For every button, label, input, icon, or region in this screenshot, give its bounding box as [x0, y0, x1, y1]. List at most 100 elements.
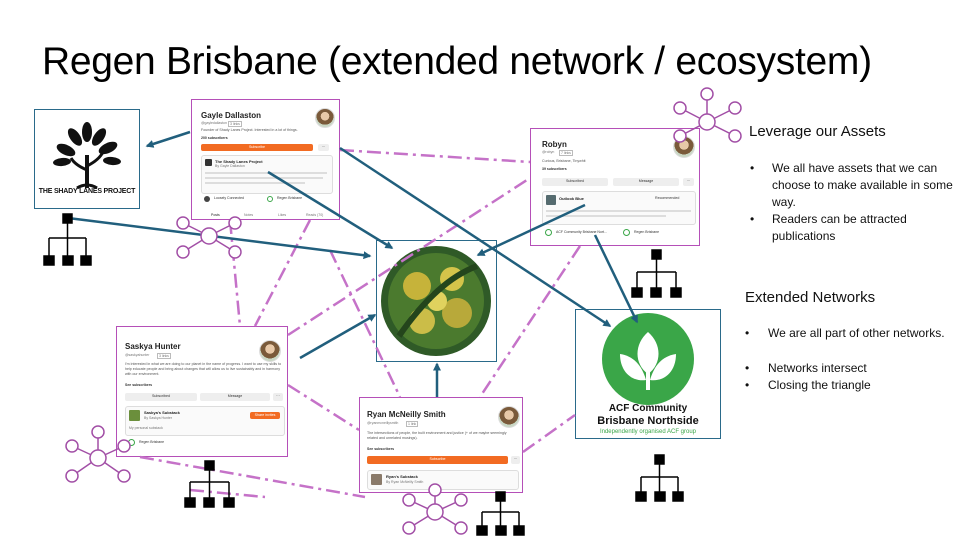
publication-box: The Shady Lanes Project By Gayle Dallast… [201, 155, 333, 194]
avatar [498, 406, 520, 428]
acf-logo: ACF Community Brisbane Northside Indepen… [575, 309, 721, 439]
recommendation-1: ACF Community Brisbane Nort... [556, 230, 607, 234]
hierarchy-icon [476, 491, 525, 536]
extended-bullet-marker: • [745, 361, 750, 375]
more-button[interactable]: ··· [683, 178, 694, 186]
more-button[interactable]: ··· [273, 393, 283, 401]
acf-line-1: ACF Community [608, 403, 688, 414]
links-badge: 1 link [406, 421, 419, 427]
acf-line-2: Brisbane Northside [597, 415, 699, 427]
central-image-frame [376, 240, 497, 362]
profile-bio: Curious, Brisbane, Tinywhit [542, 159, 586, 163]
publication-desc-placeholder [205, 182, 305, 184]
acf-line-3: Independently organised ACF group [599, 429, 697, 435]
dashed-line [339, 148, 531, 164]
extended-bullet-1: We are all part of other networks. [768, 326, 945, 340]
profile-card-gayle: Gayle Dallaston @gayledallaston 3 links … [191, 99, 340, 220]
dashed-line [139, 455, 366, 499]
avatar [315, 108, 335, 128]
share-invites-button[interactable]: Share invites [250, 412, 280, 419]
publication-author: By Saskya Hunter [144, 416, 173, 420]
publication-logo [546, 195, 556, 205]
publication-desc-placeholder [205, 172, 327, 174]
rec-avatar [204, 196, 210, 202]
profile-handle: @ryanmcneillysmith [367, 421, 399, 425]
subscriber-count: 39 subscribers [542, 167, 567, 171]
rec-avatar [545, 229, 552, 236]
extended-bullet-marker: • [745, 326, 750, 340]
dashed-line [189, 488, 266, 499]
message-button[interactable]: Message [200, 393, 270, 401]
profile-name: Saskya Hunter [125, 342, 181, 351]
dashed-line [228, 219, 242, 327]
publication-title: Ryan's Substack [386, 474, 418, 479]
profile-handle: @robyn [542, 150, 555, 154]
arrow [67, 216, 372, 260]
subscribe-button[interactable]: Subscribe [367, 456, 508, 464]
rec-avatar [623, 229, 630, 236]
dashed-line [253, 219, 312, 327]
profile-card-robyn: Robyn @robyn 7 links Curious, Brisbane, … [530, 128, 700, 246]
shady-lanes-logo-text: THE SHADY LANES PROJECT [38, 188, 136, 195]
tab-likes[interactable]: Likes [278, 213, 287, 217]
see-subscribers[interactable]: See subscribers [125, 383, 153, 387]
subscriber-count: 200 subscribers [201, 136, 228, 140]
profile-name: Gayle Dallaston [201, 111, 262, 120]
subscribe-button[interactable]: Subscribe [201, 144, 313, 151]
publication-logo [129, 410, 140, 421]
recommendation-2: Regen Brisbane [277, 196, 303, 200]
leverage-bullet-marker: • [750, 161, 755, 175]
publication-box: Saskya's Substack By Saskya Hunter Share… [125, 406, 285, 436]
profile-name: Ryan McNeilly Smith [367, 410, 446, 419]
more-button[interactable]: ··· [318, 144, 329, 151]
recommended-badge: Recommended [655, 196, 680, 200]
profile-bio: The intersections of people, the built e… [367, 431, 507, 440]
publication-author: By Ryan McNeilly Smith [386, 480, 424, 484]
people-network-icon [176, 216, 242, 259]
links-badge: 7 links [559, 150, 573, 156]
extended-bullet-marker: • [745, 378, 750, 392]
hierarchy-icon [635, 454, 684, 502]
see-subscribers[interactable]: See subscribers [367, 447, 395, 451]
tab-posts[interactable]: Posts [211, 213, 220, 217]
recommendation-2: Regen Brisbane [634, 230, 660, 234]
publication-description: My personal substack [129, 426, 163, 430]
publication-desc-placeholder [205, 177, 323, 179]
profile-handle: @saskyahunter [125, 353, 150, 357]
extended-heading: Extended Networks [745, 289, 876, 306]
publication-title: The Shady Lanes Project [215, 159, 263, 164]
subscribed-button[interactable]: Subscribed [542, 178, 608, 186]
hierarchy-icon [184, 460, 235, 508]
hierarchy-icon [631, 249, 682, 298]
publication-box: Outlook Blue Recommended [542, 191, 696, 225]
profile-card-saskya: Saskya Hunter @saskyahunter 3 links I'm … [116, 326, 288, 457]
rec-avatar [267, 196, 273, 202]
arrow [299, 313, 377, 360]
avatar [259, 340, 281, 362]
arrow [145, 130, 191, 148]
leverage-bullet-1: We all have assets that we can choose to… [772, 161, 953, 209]
publication-author: By Gayle Dallaston [215, 164, 245, 168]
profile-handle: @gayledallaston [201, 121, 227, 125]
wattle-image [381, 246, 491, 356]
publication-logo [205, 159, 212, 166]
extended-bullet-2: Networks intersect [768, 361, 867, 375]
tree-icon [53, 122, 121, 190]
message-button[interactable]: Message [613, 178, 679, 186]
leverage-heading: Leverage our Assets [749, 123, 886, 140]
publication-desc-placeholder [546, 215, 666, 217]
publication-box: Ryan's Substack By Ryan McNeilly Smith [367, 470, 519, 490]
more-button[interactable]: ··· [511, 456, 520, 464]
recommendation-1: Loosely Connected [214, 196, 244, 200]
tab-notes[interactable]: Notes [244, 213, 254, 217]
publication-desc-placeholder [546, 210, 691, 212]
leaf-icon [602, 313, 694, 405]
subscribed-button[interactable]: Subscribed [125, 393, 197, 401]
profile-bio: I'm interested in what we are doing to o… [125, 362, 282, 376]
tab-reads[interactable]: Reads (70) [306, 213, 324, 217]
profile-card-ryan: Ryan McNeilly Smith @ryanmcneillysmith 1… [359, 397, 523, 493]
leverage-bullet-2: Readers can be attracted publications [772, 212, 907, 243]
publication-title: Saskya's Substack [144, 410, 180, 415]
extended-bullet-3: Closing the triangle [768, 378, 871, 392]
shady-lanes-logo: THE SHADY LANES PROJECT [34, 109, 140, 209]
